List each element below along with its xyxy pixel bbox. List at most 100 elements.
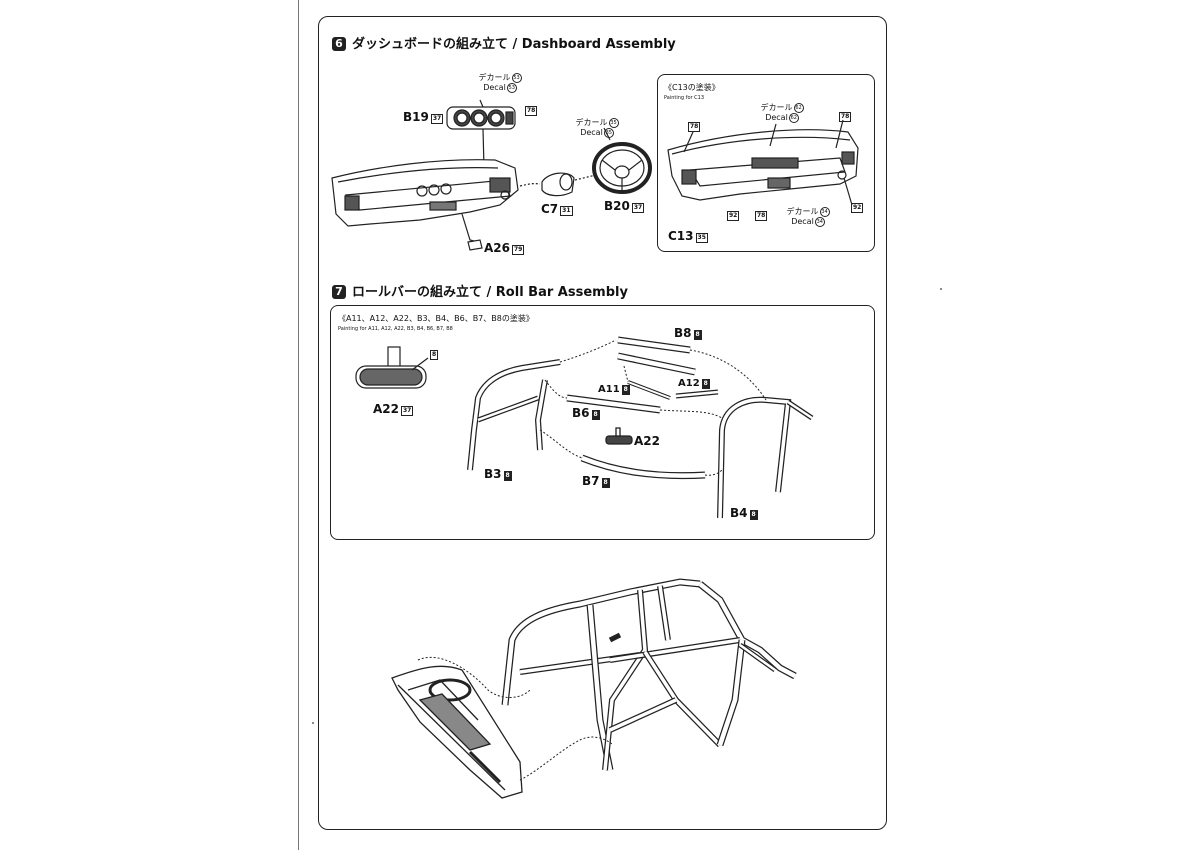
decal-number: 34	[819, 207, 830, 217]
binding-line	[298, 0, 299, 850]
part-c7-name: C7	[541, 202, 559, 216]
c13-paint-78-c: 78	[753, 211, 768, 221]
decal-number: 53	[511, 73, 522, 83]
part-b19-name: B19	[403, 110, 429, 124]
step-7-number: 7	[332, 285, 346, 299]
decal-jp: デカール	[786, 207, 819, 216]
part-a11-name: A11	[598, 384, 620, 395]
paint-code: 78	[839, 112, 852, 122]
step-6-number: 6	[332, 37, 346, 51]
decal-en: Decal	[483, 83, 506, 92]
c13-paint-78-a: 78	[686, 122, 701, 132]
decal-en: Decal	[765, 113, 788, 122]
rollbar-exploded-drawing	[467, 336, 814, 519]
part-a12-code: 8	[701, 379, 710, 389]
b19-paint-badge: 78	[523, 106, 538, 116]
paint-code: 78	[525, 106, 538, 116]
instruction-page-frame	[318, 16, 887, 830]
decal-jp: デカール	[575, 118, 608, 127]
decal-jp: デカール	[760, 103, 793, 112]
c13-paint-92-a: 92	[725, 211, 740, 221]
steering-wheel-drawing	[592, 127, 652, 194]
part-b7-code: 8	[601, 478, 610, 488]
c13-dashboard-drawing	[667, 119, 859, 206]
step-7-title-text: ロールバーの組み立て / Roll Bar Assembly	[352, 285, 628, 300]
decal-en: Decal	[580, 128, 603, 137]
part-b20-name: B20	[604, 199, 630, 213]
decal-number: 34	[814, 217, 825, 227]
step-7-title: 7 ロールバーの組み立て / Roll Bar Assembly	[332, 281, 628, 300]
dashboard-drawing	[331, 159, 519, 243]
part-b4-name: B4	[730, 506, 748, 520]
decal-number: 35	[608, 118, 619, 128]
part-b19-code: 37	[430, 114, 444, 124]
part-b6-code: 8	[591, 410, 600, 420]
steering-column-drawing	[519, 172, 597, 197]
part-c7-code: 31	[560, 206, 573, 216]
part-a26-code: 79	[512, 245, 525, 255]
part-a26-name: A26	[484, 241, 510, 255]
c13-box-title: 《C13の塗装》	[664, 83, 720, 92]
rollbar-painting-title: 《A11、A12、A22、B3、B4、B6、B7、B8の塗装》	[338, 314, 534, 323]
paint-code: 78	[755, 211, 768, 221]
part-c13-name: C13	[668, 229, 694, 243]
decal-number: 62	[793, 103, 804, 113]
decal-number: 53	[506, 83, 517, 93]
assembled-dashboard	[391, 665, 523, 799]
decal-number: 35	[603, 128, 614, 138]
paint-code: 92	[851, 203, 864, 213]
c13-paint-78-b: 78	[837, 112, 852, 122]
c13-paint-92-b: 92	[849, 203, 864, 213]
paint-code: 92	[727, 211, 740, 221]
part-a22-code: 37	[401, 406, 414, 416]
part-a22-name: A22	[373, 402, 399, 416]
part-a11-code: 8	[621, 385, 630, 395]
decal-en: Decal	[791, 217, 814, 226]
part-b4-code: 8	[749, 510, 758, 520]
part-b6-name: B6	[572, 406, 590, 420]
assembly-guide-lines	[417, 656, 613, 781]
decal-number: 62	[788, 113, 799, 123]
part-b3-code: 8	[503, 471, 512, 481]
paint-code: 78	[688, 122, 701, 132]
mirror-drawing	[355, 346, 429, 389]
part-a26-drawing	[467, 239, 483, 251]
c13-box-subtitle: Painting for C13	[664, 95, 705, 101]
gauge-cluster-drawing	[446, 99, 516, 169]
scan-speck	[940, 288, 942, 290]
mirror-paint-badge: 8	[428, 350, 439, 360]
part-b20-code: 37	[631, 203, 645, 213]
part-c13-code: 35	[695, 233, 708, 243]
part-b8-name: B8	[674, 326, 692, 340]
part-a12-name: A12	[678, 378, 700, 389]
rollbar-painting-subtitle: Painting for A11, A12, A22, B3, B4, B6, …	[338, 326, 453, 332]
part-b3-name: B3	[484, 467, 502, 481]
part-b8-code: 8	[693, 330, 702, 340]
paint-code: 8	[430, 350, 439, 360]
rollbar-painting-box	[330, 305, 875, 540]
c13-painting-box	[657, 74, 875, 252]
decal-jp: デカール	[478, 73, 511, 82]
scan-speck	[312, 722, 314, 724]
